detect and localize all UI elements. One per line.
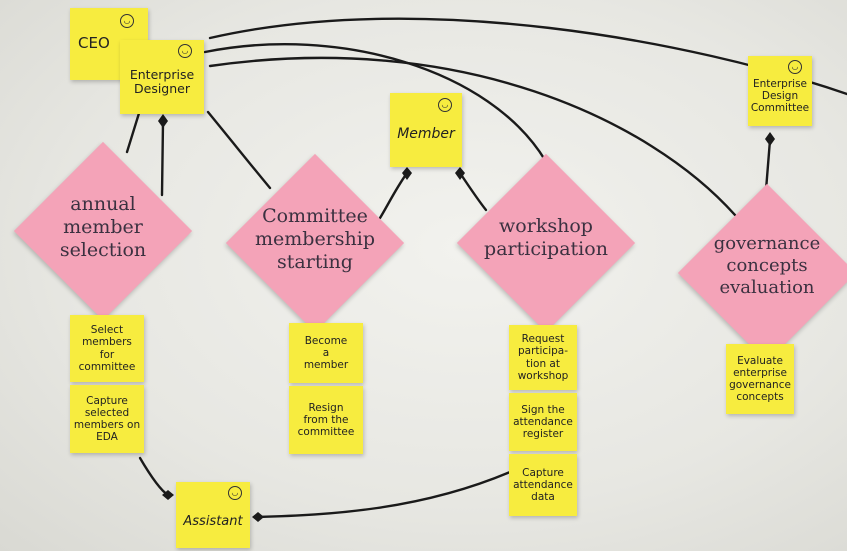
smiley-icon: ◡	[228, 486, 242, 500]
smiley-icon: ◡	[120, 14, 134, 28]
diamond-arrowhead-icon	[765, 132, 775, 146]
smiley-icon: ◡	[178, 44, 192, 58]
task-stack-annual: Select members for committee Capture sel…	[70, 315, 144, 453]
task-stack-committee: Become a member Resign from the committe…	[289, 323, 363, 454]
task-stack-workshop: Request participa- tion at workshop Sign…	[509, 325, 577, 516]
edge-ceo-to-annual	[125, 108, 142, 154]
diamond-arrowhead-icon	[402, 167, 412, 180]
task-note[interactable]: Request participa- tion at workshop	[509, 325, 577, 390]
process-label: workshop participation	[484, 215, 608, 261]
process-label: annual member selection	[59, 193, 147, 262]
ceo-note[interactable]: ◡ CEO	[70, 8, 148, 80]
assistant-label: Assistant	[183, 513, 243, 529]
enterprise-designer-label: Enterprise Designer	[129, 66, 195, 96]
task-stack-governance: Evaluate enterprise governance concepts	[726, 344, 794, 414]
smiley-icon: ◡	[438, 98, 452, 112]
member-note[interactable]: ◡ Member	[390, 93, 462, 167]
task-note[interactable]: Capture selected members on EDA	[70, 385, 144, 453]
task-note[interactable]: Evaluate enterprise governance concepts	[726, 344, 794, 414]
edge-annual-task-to-assistant	[138, 456, 170, 497]
ceo-label: CEO	[78, 34, 110, 53]
enterprise-design-committee-note[interactable]: ◡ Enterprise Design Committee	[748, 56, 812, 126]
task-note[interactable]: Sign the attendance register	[509, 393, 577, 451]
diamond-arrowheads	[158, 114, 775, 522]
edge-designer-to-governance	[208, 56, 737, 217]
edge-designer-to-committee	[206, 110, 272, 190]
edge-designer-to-annual	[160, 120, 165, 197]
task-note[interactable]: Become a member	[289, 323, 363, 383]
enterprise-designer-note[interactable]: ◡ Enterprise Designer	[120, 40, 204, 114]
process-label: governance concepts evaluation	[713, 233, 821, 298]
task-note[interactable]: Select members for committee	[70, 315, 144, 382]
process-label: Committee membership starting	[255, 205, 375, 274]
edge-member-to-committee	[378, 171, 409, 220]
diamond-arrowhead-icon	[162, 490, 174, 500]
enterprise-design-committee-label: Enterprise Design Committee	[750, 77, 810, 115]
diamond-arrowhead-icon	[455, 167, 465, 180]
diamond-arrowhead-icon	[158, 114, 168, 128]
member-label: Member	[397, 125, 455, 142]
assistant-note[interactable]: ◡ Assistant	[176, 482, 250, 548]
edge-member-to-workshop	[458, 171, 488, 212]
edge-edc-to-governance	[764, 138, 772, 192]
edge-workshop-task-to-assistant	[256, 470, 512, 519]
task-note[interactable]: Capture attendance data	[509, 454, 577, 516]
smiley-icon: ◡	[788, 60, 802, 74]
diamond-arrowhead-icon	[252, 512, 264, 522]
task-note[interactable]: Resign from the committee	[289, 386, 363, 454]
